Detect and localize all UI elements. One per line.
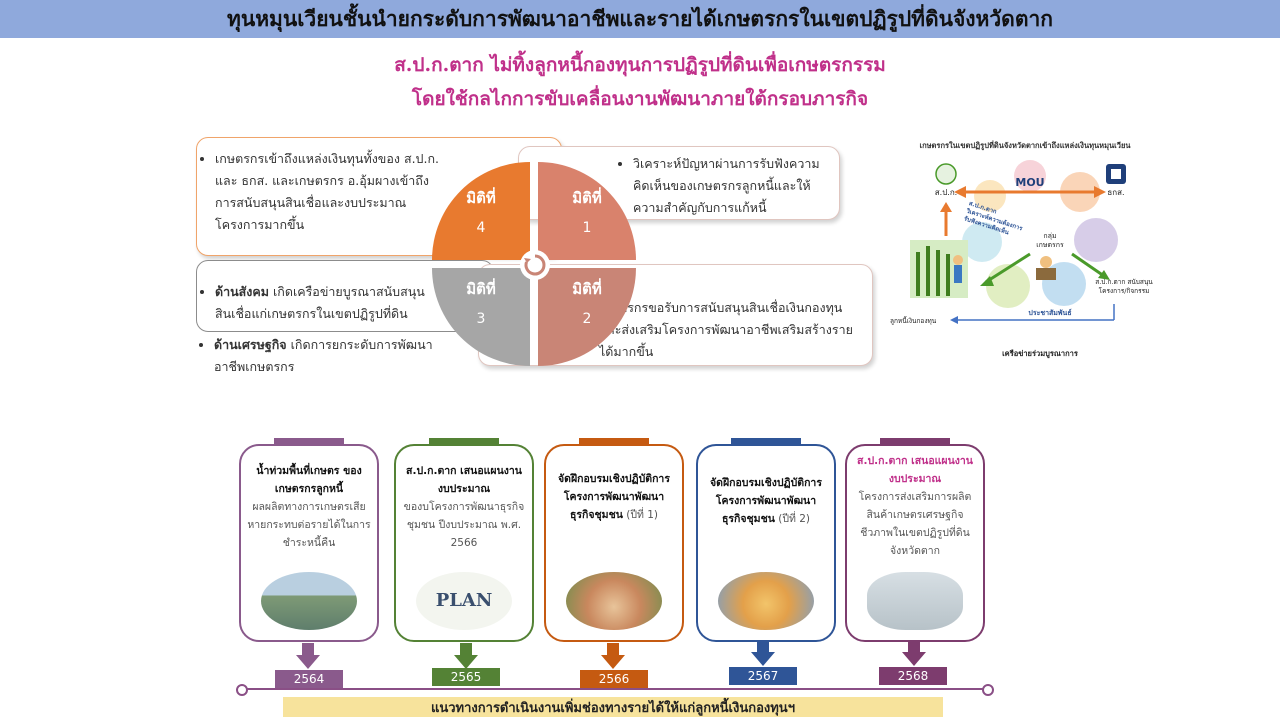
card-text: โครงการส่งเสริมการผลิตสินค้าเกษตรเศรษฐกิ… bbox=[858, 491, 972, 557]
support-line-2: โครงการ/กิจกรรม bbox=[1098, 287, 1150, 295]
network-heading: เกษตรกรในเขตปฏิรูปที่ดินจังหวัดตากเข้าถึ… bbox=[919, 141, 1131, 150]
quadrant-4-number: 4 bbox=[476, 220, 486, 236]
card-heading: จัดฝึกอบรมเชิงปฏิบัติการโครงการพัฒนาพัฒน… bbox=[558, 473, 670, 521]
timeline-end-dot bbox=[982, 684, 994, 696]
title-bar: ทุนหมุนเวียนชั้นนำยกระดับการพัฒนาอาชีพแล… bbox=[0, 0, 1280, 38]
quadrant-3-number: 3 bbox=[476, 311, 486, 327]
card-heading: จัดฝึกอบรมเชิงปฏิบัติการโครงการพัฒนาพัฒน… bbox=[710, 477, 822, 525]
down-arrow-icon bbox=[296, 643, 320, 669]
timeline-card-2564: น้ำท่วมพื้นที่เกษตร ของเกษตรกรลูกหนี้ ผล… bbox=[239, 438, 379, 642]
footer-text: แนวทางการดำเนินงานเพิ่มช่องทางรายได้ให้แ… bbox=[430, 700, 795, 716]
support-line-1: ส.ป.ก.ตาก สนับสนุน bbox=[1095, 278, 1153, 286]
economic-text: เกิดการยกระดับการพัฒนาอาชีพเกษตรกร bbox=[214, 337, 433, 374]
quadrant-4-label: มิติที่ bbox=[466, 189, 496, 207]
card-cap bbox=[274, 438, 344, 445]
dimension-3-item-economic: ด้านเศรษฐกิจ เกิดการยกระดับการพัฒนาอาชีพ… bbox=[214, 334, 436, 378]
social-text: เกิดเครือข่ายบูรณาสนับสนุนสินเชื่อแก่เกษ… bbox=[215, 284, 425, 321]
dimension-1-text: วิเคราะห์ปัญหาผ่านการรับฟังความคิดเห็นขอ… bbox=[633, 153, 825, 219]
timeline-card-2567: จัดฝึกอบรมเชิงปฏิบัติการโครงการพัฒนาพัฒน… bbox=[696, 438, 836, 642]
quadrant-1: มิติที่ 1 bbox=[538, 162, 636, 260]
down-arrow-icon bbox=[454, 643, 478, 669]
baac-label: ธกส. bbox=[1107, 188, 1125, 197]
network-diagram: เกษตรกรในเขตปฏิรูปที่ดินจังหวัดตากเข้าถึ… bbox=[890, 136, 1160, 366]
timeline-start-dot bbox=[236, 684, 248, 696]
timeline-line bbox=[242, 688, 986, 690]
timeline-card-2565: ส.ป.ก.ตาก เสนอแผนงานงบประมาณ ของบโครงการ… bbox=[394, 438, 534, 642]
dimension-3-economic: ด้านเศรษฐกิจ เกิดการยกระดับการพัฒนาอาชีพ… bbox=[196, 334, 436, 378]
mou-label: MOU bbox=[1015, 176, 1045, 189]
quadrant-2-number: 2 bbox=[582, 311, 592, 327]
dimension-3-item-social: ด้านสังคม เกิดเครือข่ายบูรณาสนับสนุนสินเ… bbox=[215, 281, 433, 325]
down-arrow-icon bbox=[751, 640, 775, 666]
card-cap bbox=[579, 438, 649, 445]
plan-graphic: PLAN bbox=[416, 572, 512, 630]
cycle-icon bbox=[520, 250, 550, 280]
quadrant-1-label: มิติที่ bbox=[572, 189, 602, 207]
year-badge-2565: 2565 bbox=[432, 668, 500, 686]
card-cap bbox=[731, 438, 801, 445]
economic-heading: ด้านเศรษฐกิจ bbox=[214, 337, 287, 352]
farmers-label: เกษตรกร bbox=[1036, 241, 1064, 249]
quadrant-1-number: 1 bbox=[582, 220, 592, 236]
debtor-label: ลูกหนี้เงินกองทุน bbox=[890, 317, 937, 325]
timeline-card-2566: จัดฝึกอบรมเชิงปฏิบัติการโครงการพัฒนาพัฒน… bbox=[544, 438, 684, 642]
dimension-4-text: เกษตรกรเข้าถึงแหล่งเงินทุนทั้งของ ส.ป.ก.… bbox=[215, 148, 441, 236]
greenhouse-photo bbox=[867, 572, 963, 630]
timeline-card-2568: ส.ป.ก.ตาก เสนอแผนงานงบประมาณ โครงการส่งเ… bbox=[845, 438, 985, 642]
support-label: ส.ป.ก.ตาก สนับสนุน โครงการ/กิจกรรม bbox=[1086, 278, 1162, 296]
flood-photo bbox=[261, 572, 357, 630]
card-heading: ส.ป.ก.ตาก เสนอแผนงานงบประมาณ bbox=[406, 465, 522, 495]
year-badge-2568: 2568 bbox=[879, 667, 947, 685]
training-photo-2 bbox=[718, 572, 814, 630]
card-text: (ปีที่ 1) bbox=[622, 509, 659, 521]
page-title: ทุนหมุนเวียนชั้นนำยกระดับการพัฒนาอาชีพแล… bbox=[227, 6, 1053, 31]
footer-banner: แนวทางการดำเนินงานเพิ่มช่องทางรายได้ให้แ… bbox=[283, 697, 943, 717]
year-badge-2566: 2566 bbox=[580, 670, 648, 688]
card-heading: น้ำท่วมพื้นที่เกษตร ของเกษตรกรลูกหนี้ bbox=[256, 465, 362, 495]
farmer-group-label: กลุ่ม เกษตรกร bbox=[1030, 232, 1070, 250]
quadrant-4: มิติที่ 4 bbox=[432, 162, 530, 260]
subtitle-line-1: ส.ป.ก.ตาก ไม่ทิ้งลูกหนี้กองทุนการปฏิรูปท… bbox=[394, 54, 886, 76]
subtitle-line-2: โดยใช้กลไกการขับเคลื่อนงานพัฒนาภายใต้กรอ… bbox=[411, 88, 869, 110]
quadrant-2: มิติที่ 2 bbox=[538, 268, 636, 366]
card-cap bbox=[429, 438, 499, 445]
quadrant-2-label: มิติที่ bbox=[572, 280, 602, 298]
down-arrow-icon bbox=[902, 640, 926, 666]
down-arrow-icon bbox=[601, 643, 625, 669]
network-label: เครือข่ายร่วมบูรณาการ bbox=[1002, 349, 1078, 358]
year-badge-2567: 2567 bbox=[729, 667, 797, 685]
card-text: (ปีที่ 2) bbox=[774, 513, 811, 525]
group-label: กลุ่ม bbox=[1043, 232, 1057, 240]
card-text: ของบโครงการพัฒนาธุรกิจชุมชน ปีงบประมาณ พ… bbox=[403, 501, 525, 549]
dimensions-circle: มิติที่ 4 มิติที่ 1 มิติที่ 3 มิติที่ 2 bbox=[432, 162, 638, 368]
dimension-2-text: เกษตรกรขอรับการสนับสนุนสินเชื่อเงินกองทุ… bbox=[599, 300, 853, 359]
card-heading: ส.ป.ก.ตาก เสนอแผนงานงบประมาณ bbox=[857, 455, 973, 485]
card-cap bbox=[880, 438, 950, 445]
social-heading: ด้านสังคม bbox=[215, 284, 270, 299]
quadrant-3-label: มิติที่ bbox=[466, 280, 496, 298]
pr-label: ประชาสัมพันธ์ bbox=[1028, 309, 1072, 317]
alro-label: ส.ป.ก. bbox=[934, 188, 958, 197]
card-text: ผลผลิตทางการเกษตรเสียหายกระทบต่อรายได้ใน… bbox=[247, 501, 371, 549]
training-photo-1 bbox=[566, 572, 662, 630]
year-badge-2564: 2564 bbox=[275, 670, 343, 688]
quadrant-3: มิติที่ 3 bbox=[432, 268, 530, 366]
plan-label: PLAN bbox=[435, 590, 493, 611]
